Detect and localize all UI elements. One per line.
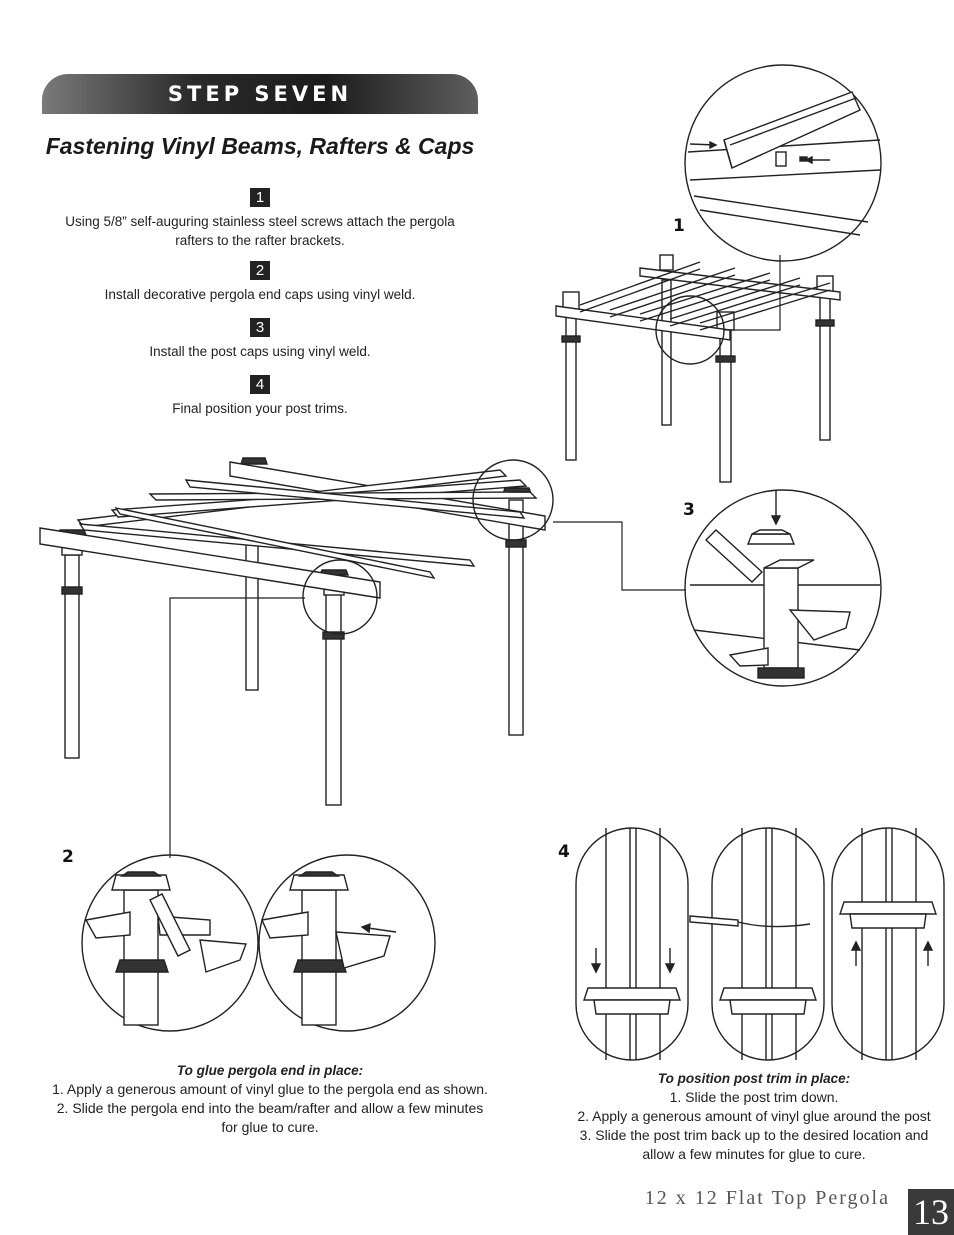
instruction-step-3: 3 Install the post caps using vinyl weld… xyxy=(42,317,478,361)
instruction-step-1: 1 Using 5/8” self-auguring stainless ste… xyxy=(42,187,478,250)
rafter-bracket-detail xyxy=(684,64,882,262)
pergola-end-glue-detail xyxy=(81,854,259,1032)
post-cap-detail xyxy=(684,489,882,687)
figure-label-2: 2 xyxy=(62,847,74,867)
figure-label-4: 4 xyxy=(558,842,570,862)
caption-heading: To position post trim in place: xyxy=(657,1071,851,1086)
pergola-end-slide-detail xyxy=(258,854,436,1032)
instruction-step-2: 2 Install decorative pergola end caps us… xyxy=(42,260,478,304)
instruction-step-4: 4 Final position your post trims. xyxy=(42,374,478,418)
caption-line: 1. Apply a generous amount of vinyl glue… xyxy=(52,1081,488,1097)
step-text: Using 5/8” self-auguring stainless steel… xyxy=(65,214,455,248)
caption-line: 3. Slide the post trim back up to the de… xyxy=(579,1127,929,1143)
step-text: Install the post caps using vinyl weld. xyxy=(149,344,371,359)
page-number: 13 xyxy=(908,1189,954,1235)
caption-line: 1. Slide the post trim down. xyxy=(669,1089,839,1105)
caption-line: for glue to cure. xyxy=(221,1119,319,1135)
step-banner: STEP SEVEN xyxy=(42,74,478,114)
post-trim-panels xyxy=(575,827,945,1061)
step-number: 2 xyxy=(250,261,270,280)
step-text: Install decorative pergola end caps usin… xyxy=(104,287,416,302)
caption-line: 2. Slide the pergola end into the beam/r… xyxy=(56,1100,484,1116)
footer-title: 12 x 12 Flat Top Pergola xyxy=(644,1187,890,1209)
step-number: 1 xyxy=(250,188,270,207)
caption-line: 2. Apply a generous amount of vinyl glue… xyxy=(577,1108,931,1124)
section-subtitle: Fastening Vinyl Beams, Rafters & Caps xyxy=(45,133,475,159)
main-pergola-illustration xyxy=(39,457,686,858)
step-number: 4 xyxy=(250,375,270,394)
figure-label-3: 3 xyxy=(683,500,695,520)
step-title: STEP SEVEN xyxy=(167,82,353,106)
caption-line: allow a few minutes for glue to cure. xyxy=(642,1146,866,1162)
figure-label-1: 1 xyxy=(673,216,685,236)
small-pergola-illustration xyxy=(555,254,841,483)
glue-pergola-end-caption: To glue pergola end in place: 1. Apply a… xyxy=(20,1061,520,1137)
position-post-trim-caption: To position post trim in place: 1. Slide… xyxy=(554,1069,954,1164)
step-text: Final position your post trims. xyxy=(172,401,348,416)
step-number: 3 xyxy=(250,318,270,337)
caption-heading: To glue pergola end in place: xyxy=(176,1063,364,1078)
